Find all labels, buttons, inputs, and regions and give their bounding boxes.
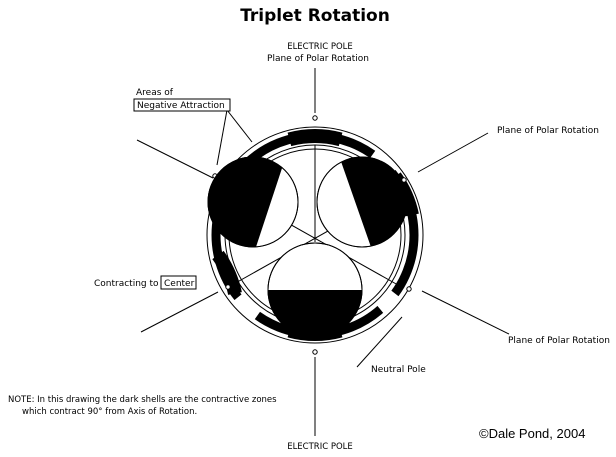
plane-line-upper-right <box>417 132 489 173</box>
label-center: Center <box>164 279 195 289</box>
axis-lines <box>136 68 510 436</box>
pole-marker-bottom <box>312 349 318 355</box>
neutral-pole-pointer <box>356 316 403 368</box>
note-line-2: which contract 90° from Axis of Rotation… <box>22 407 197 417</box>
plane-line-upper-left <box>136 139 214 179</box>
label-plane-polar-lower-right: Plane of Polar Rotation <box>508 336 610 346</box>
center-box <box>160 275 197 290</box>
label-negative-attraction: Negative Attraction <box>137 101 225 111</box>
diagram-title: Triplet Rotation <box>240 6 390 26</box>
areas-pointer-right <box>226 109 253 143</box>
label-neutral-pole: Neutral Pole <box>371 365 426 375</box>
label-electric-pole-bottom: ELECTRIC POLE <box>287 442 353 452</box>
pole-marker-lower-right <box>406 286 412 292</box>
label-plane-polar-top: Plane of Polar Rotation <box>267 54 369 64</box>
label-electric-pole-top: ELECTRIC POLE <box>287 42 353 52</box>
areas-pointer-left <box>216 109 228 166</box>
negative-attraction-box <box>133 98 231 112</box>
sphere-left <box>207 156 299 248</box>
label-contracting-to: Contracting to <box>94 279 159 289</box>
plane-line-lower-left <box>140 291 219 333</box>
pole-marker-lower-left <box>225 284 231 290</box>
credit-text: ©Dale Pond, 2004 <box>479 426 585 441</box>
label-areas-of: Areas of <box>136 88 174 98</box>
pole-marker-top <box>312 115 318 121</box>
label-plane-polar-upper-right: Plane of Polar Rotation <box>497 126 599 136</box>
note-line-1: NOTE: In this drawing the dark shells ar… <box>8 395 277 405</box>
plane-line-lower-right <box>421 290 510 335</box>
